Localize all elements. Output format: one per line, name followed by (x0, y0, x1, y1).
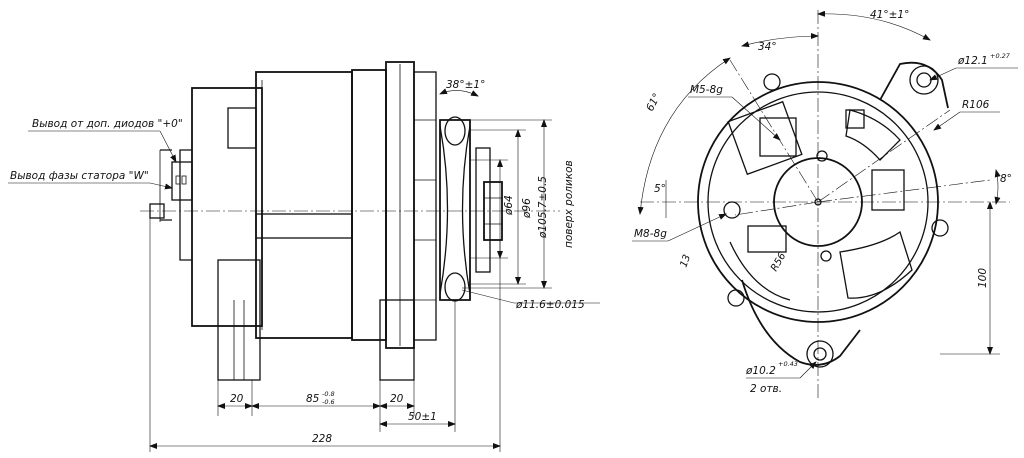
front-view: 41°±1° 34° 61° 5° 8° M5-8g M8-8g ø12.1 +… (632, 9, 1018, 400)
mount-hole-bottom (806, 340, 834, 368)
dim-r106: R106 (962, 99, 990, 111)
dim-85: 85 (306, 393, 320, 405)
thread-m5: M5-8g (690, 84, 723, 96)
dim-dia-10: ø10.2 (745, 365, 776, 377)
dim-20-left: 20 (230, 393, 244, 405)
holes-count: 2 отв. (750, 383, 782, 395)
length-dimensions (149, 218, 501, 452)
dia-11-leader (461, 289, 515, 304)
dim-85-tol-upper: -0.8 (322, 390, 335, 398)
angle-61-arc (637, 57, 731, 215)
dim-20-right: 20 (390, 393, 404, 405)
dim-228: 228 (312, 433, 332, 445)
dim-100: 100 (977, 268, 989, 288)
angle-41-arc (817, 10, 931, 41)
dim-dia-11: ø11.6±0.015 (515, 299, 585, 311)
dim-angle-8: 8° (1000, 173, 1012, 185)
dim-dia-12-tol: +0.27 (990, 52, 1011, 60)
dim-angle-61: 61° (644, 91, 663, 113)
label-diode-output: Вывод от доп. диодов "+0" (32, 118, 183, 130)
mounting-feet (217, 259, 415, 381)
pulley (439, 116, 503, 302)
dim-dia-12: ø12.1 (957, 55, 988, 67)
diameter-dimensions: ø64 ø96 ø105.7±0.5 поверх роликов (462, 119, 575, 289)
terminal-m8 (723, 201, 741, 219)
front-housing (351, 61, 437, 349)
dim-dia-10-tol: +0.43 (778, 360, 798, 368)
label-phase-output: Вывод фазы статора "W" (10, 170, 149, 182)
dim-13: 13 (678, 253, 693, 269)
dim-angle-34: 34° (758, 41, 777, 53)
side-view: Вывод от доп. диодов "+0" Вывод фазы ста… (8, 61, 600, 452)
angle-38-arc (439, 88, 479, 97)
dim-angle-41: 41°±1° (870, 9, 909, 21)
dim-rollers-note: поверх роликов (563, 160, 575, 248)
dim-dia-96: ø96 (521, 198, 533, 219)
dim-dia-105: ø105.7±0.5 (537, 176, 549, 239)
dim-85-tol-lower: -0.6 (322, 398, 335, 406)
stator-body (255, 71, 353, 339)
dim-50: 50±1 (408, 411, 437, 423)
dim-dia-64: ø64 (503, 195, 515, 216)
thread-m8: M8-8g (634, 228, 667, 240)
mount-hole-top-right (909, 65, 939, 95)
angle-8-arc (994, 169, 1001, 205)
dim-r56: R56 (769, 251, 788, 274)
inner-components (723, 100, 913, 301)
dim-angle-38: 38°±1° (446, 79, 485, 91)
dim-angle-5: 5° (654, 183, 666, 195)
angle-34-arc (741, 33, 819, 48)
